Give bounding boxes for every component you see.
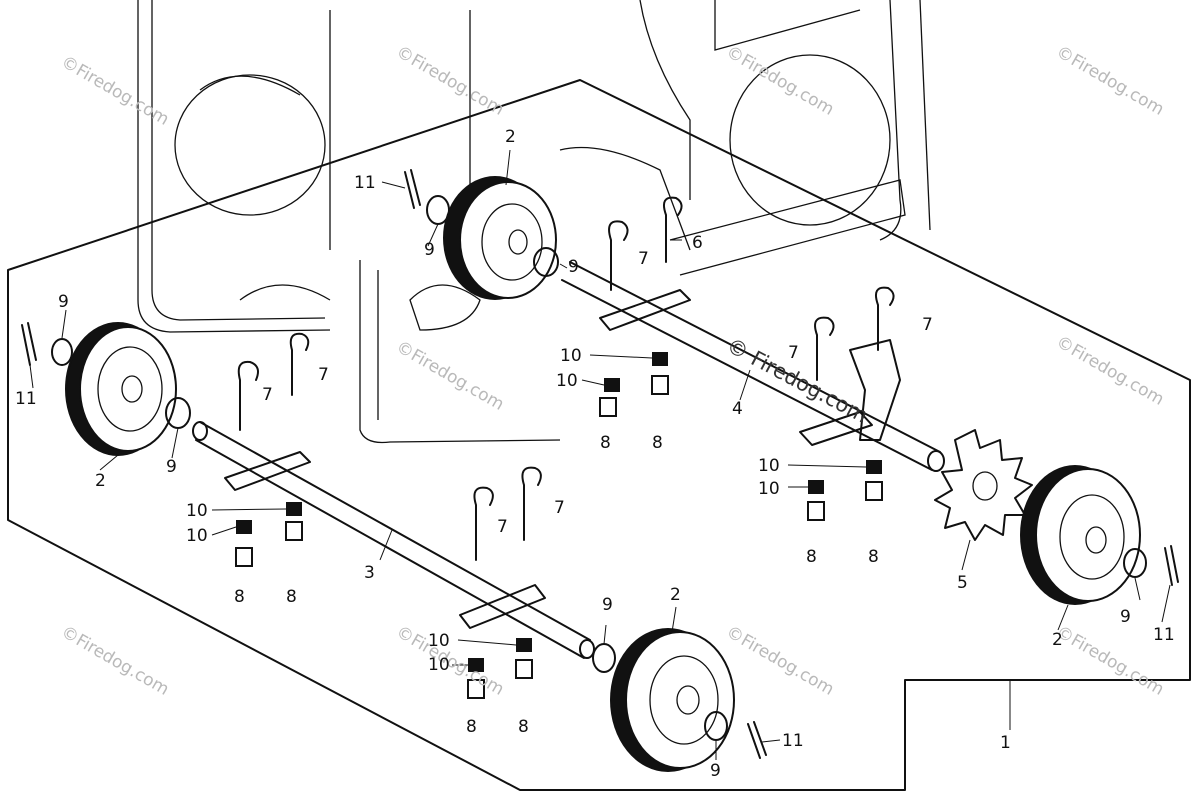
watermark: ©Firedog.com [58, 622, 173, 700]
watermark: ©Firedog.com [1053, 332, 1168, 410]
callout-7: 7 [638, 249, 649, 269]
callout-8: 8 [466, 717, 477, 737]
callout-2-bottom: 2 [670, 585, 681, 605]
callout-7: 7 [788, 343, 799, 363]
watermark: ©Firedog.com [393, 42, 508, 120]
wheel-bottom [610, 628, 735, 772]
callout-7: 7 [318, 365, 329, 385]
callout-10: 10 [758, 456, 780, 476]
watermark: ©Firedog.com [393, 622, 508, 700]
watermark: ©Firedog.com [58, 52, 173, 130]
hooks [237, 196, 895, 561]
callout-10: 10 [186, 501, 208, 521]
callout-10: 10 [560, 346, 582, 366]
callout-8: 8 [652, 433, 663, 453]
callouts: 1 2 2 2 2 3 4 5 6 7 7 7 7 7 7 7 8 8 8 8 … [15, 127, 1175, 781]
callout-7: 7 [554, 498, 565, 518]
generator-outline [137, 0, 931, 444]
wheel-right [1020, 465, 1141, 605]
callout-2-left: 2 [95, 471, 106, 491]
callout-10: 10 [186, 526, 208, 546]
callout-5: 5 [957, 573, 968, 593]
callout-1: 1 [1000, 733, 1011, 753]
cotter-pins [21, 169, 1179, 759]
callout-7: 7 [497, 517, 508, 537]
callout-2-upper: 2 [505, 127, 516, 147]
callout-2-right: 2 [1052, 630, 1063, 650]
callout-10: 10 [758, 479, 780, 499]
callout-8: 8 [234, 587, 245, 607]
callout-8: 8 [518, 717, 529, 737]
watermark: ©Firedog.com [723, 622, 838, 700]
wheel-left [65, 322, 177, 456]
watermark: ©Firedog.com [723, 42, 838, 120]
callout-7: 7 [922, 315, 933, 335]
callout-8: 8 [806, 547, 817, 567]
callout-7: 7 [262, 385, 273, 405]
callout-9: 9 [1120, 607, 1131, 627]
wheel-upper [443, 176, 557, 300]
frame-outline [7, 79, 1191, 791]
callout-9: 9 [166, 457, 177, 477]
collars-and-nuts [235, 352, 883, 699]
callout-9: 9 [568, 257, 579, 277]
callout-3: 3 [364, 563, 375, 583]
callout-8: 8 [600, 433, 611, 453]
callout-9: 9 [58, 292, 69, 312]
callout-9: 9 [424, 240, 435, 260]
bracket-star [934, 429, 1033, 541]
watermark: ©Firedog.com [393, 337, 508, 415]
callout-8: 8 [286, 587, 297, 607]
callout-6: 6 [692, 233, 703, 253]
callout-10: 10 [428, 631, 450, 651]
leader-lines [29, 149, 1171, 760]
callout-11: 11 [354, 173, 376, 193]
callout-9: 9 [710, 761, 721, 781]
callout-11: 11 [782, 731, 804, 751]
watermark: ©Firedog.com [1053, 622, 1168, 700]
callout-8: 8 [868, 547, 879, 567]
callout-10: 10 [428, 655, 450, 675]
axle-front [192, 421, 595, 659]
callout-10: 10 [556, 371, 578, 391]
callout-11: 11 [1153, 625, 1175, 645]
washers [51, 195, 1147, 741]
callout-9: 9 [602, 595, 613, 615]
callout-4: 4 [732, 399, 743, 419]
callout-11: 11 [15, 389, 37, 409]
watermark: ©Firedog.com [1053, 42, 1168, 120]
axle-rear [561, 261, 945, 472]
